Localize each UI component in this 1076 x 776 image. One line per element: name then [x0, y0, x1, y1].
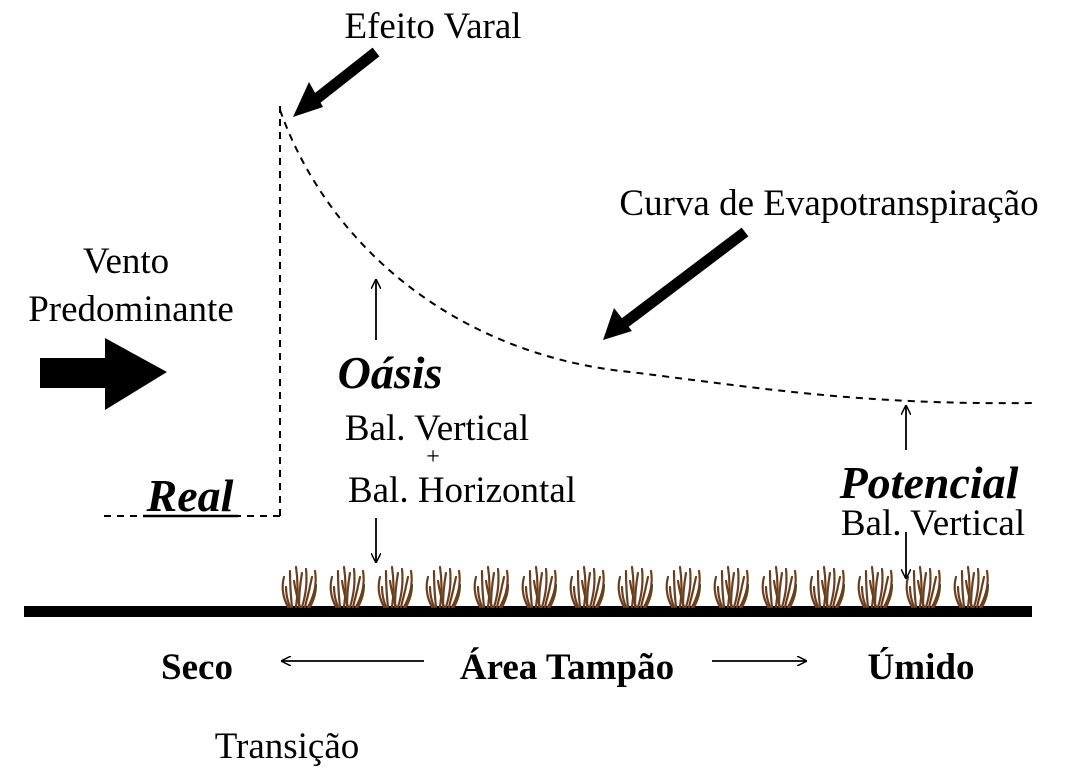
grass-tuft-icon	[473, 565, 510, 609]
grass-tuft-icon	[665, 565, 702, 609]
et-curve-label: Curva de Evapotranspiração	[619, 183, 1038, 224]
bal-vertical-label: Bal. Vertical	[345, 408, 529, 449]
buffer-area-label: Área Tampão	[460, 646, 674, 688]
grass-tuft-icon	[617, 565, 654, 609]
et-curve-pointer-arrow	[603, 227, 749, 340]
bal-horizontal-label: Bal. Horizontal	[348, 470, 576, 511]
vegetation-strip	[281, 565, 990, 609]
seco-label: Seco	[161, 647, 233, 688]
wind-label-line2: Predominante	[28, 289, 234, 330]
varal-effect-label: Efeito Varal	[344, 6, 521, 47]
grass-tuft-icon	[377, 565, 414, 609]
evapotranspiration-curve	[279, 109, 1033, 405]
oasis-label: Oásis	[338, 347, 443, 398]
wind-label-line1: Vento	[83, 241, 169, 282]
grass-tuft-icon	[569, 565, 606, 609]
right-arrow-icon	[40, 338, 167, 410]
grass-tuft-icon	[809, 565, 846, 609]
real-label: Real	[146, 470, 234, 521]
varal-pointer-arrow	[293, 47, 380, 117]
grass-tuft-icon	[329, 565, 366, 609]
grass-tuft-icon	[425, 565, 462, 609]
grass-tuft-icon	[761, 565, 798, 609]
bal-vertical-potential-label: Bal. Vertical	[841, 503, 1025, 544]
grass-tuft-icon	[281, 565, 318, 609]
umido-label: Úmido	[868, 646, 975, 688]
grass-tuft-icon	[905, 565, 942, 609]
transicao-label: Transição	[215, 726, 360, 767]
ground-line	[24, 606, 1032, 617]
potencial-label: Potencial	[839, 457, 1019, 508]
grass-tuft-icon	[857, 565, 894, 609]
grass-tuft-icon	[953, 565, 990, 609]
grass-tuft-icon	[521, 565, 558, 609]
grass-tuft-icon	[713, 565, 750, 609]
plus-sign: +	[426, 444, 440, 470]
